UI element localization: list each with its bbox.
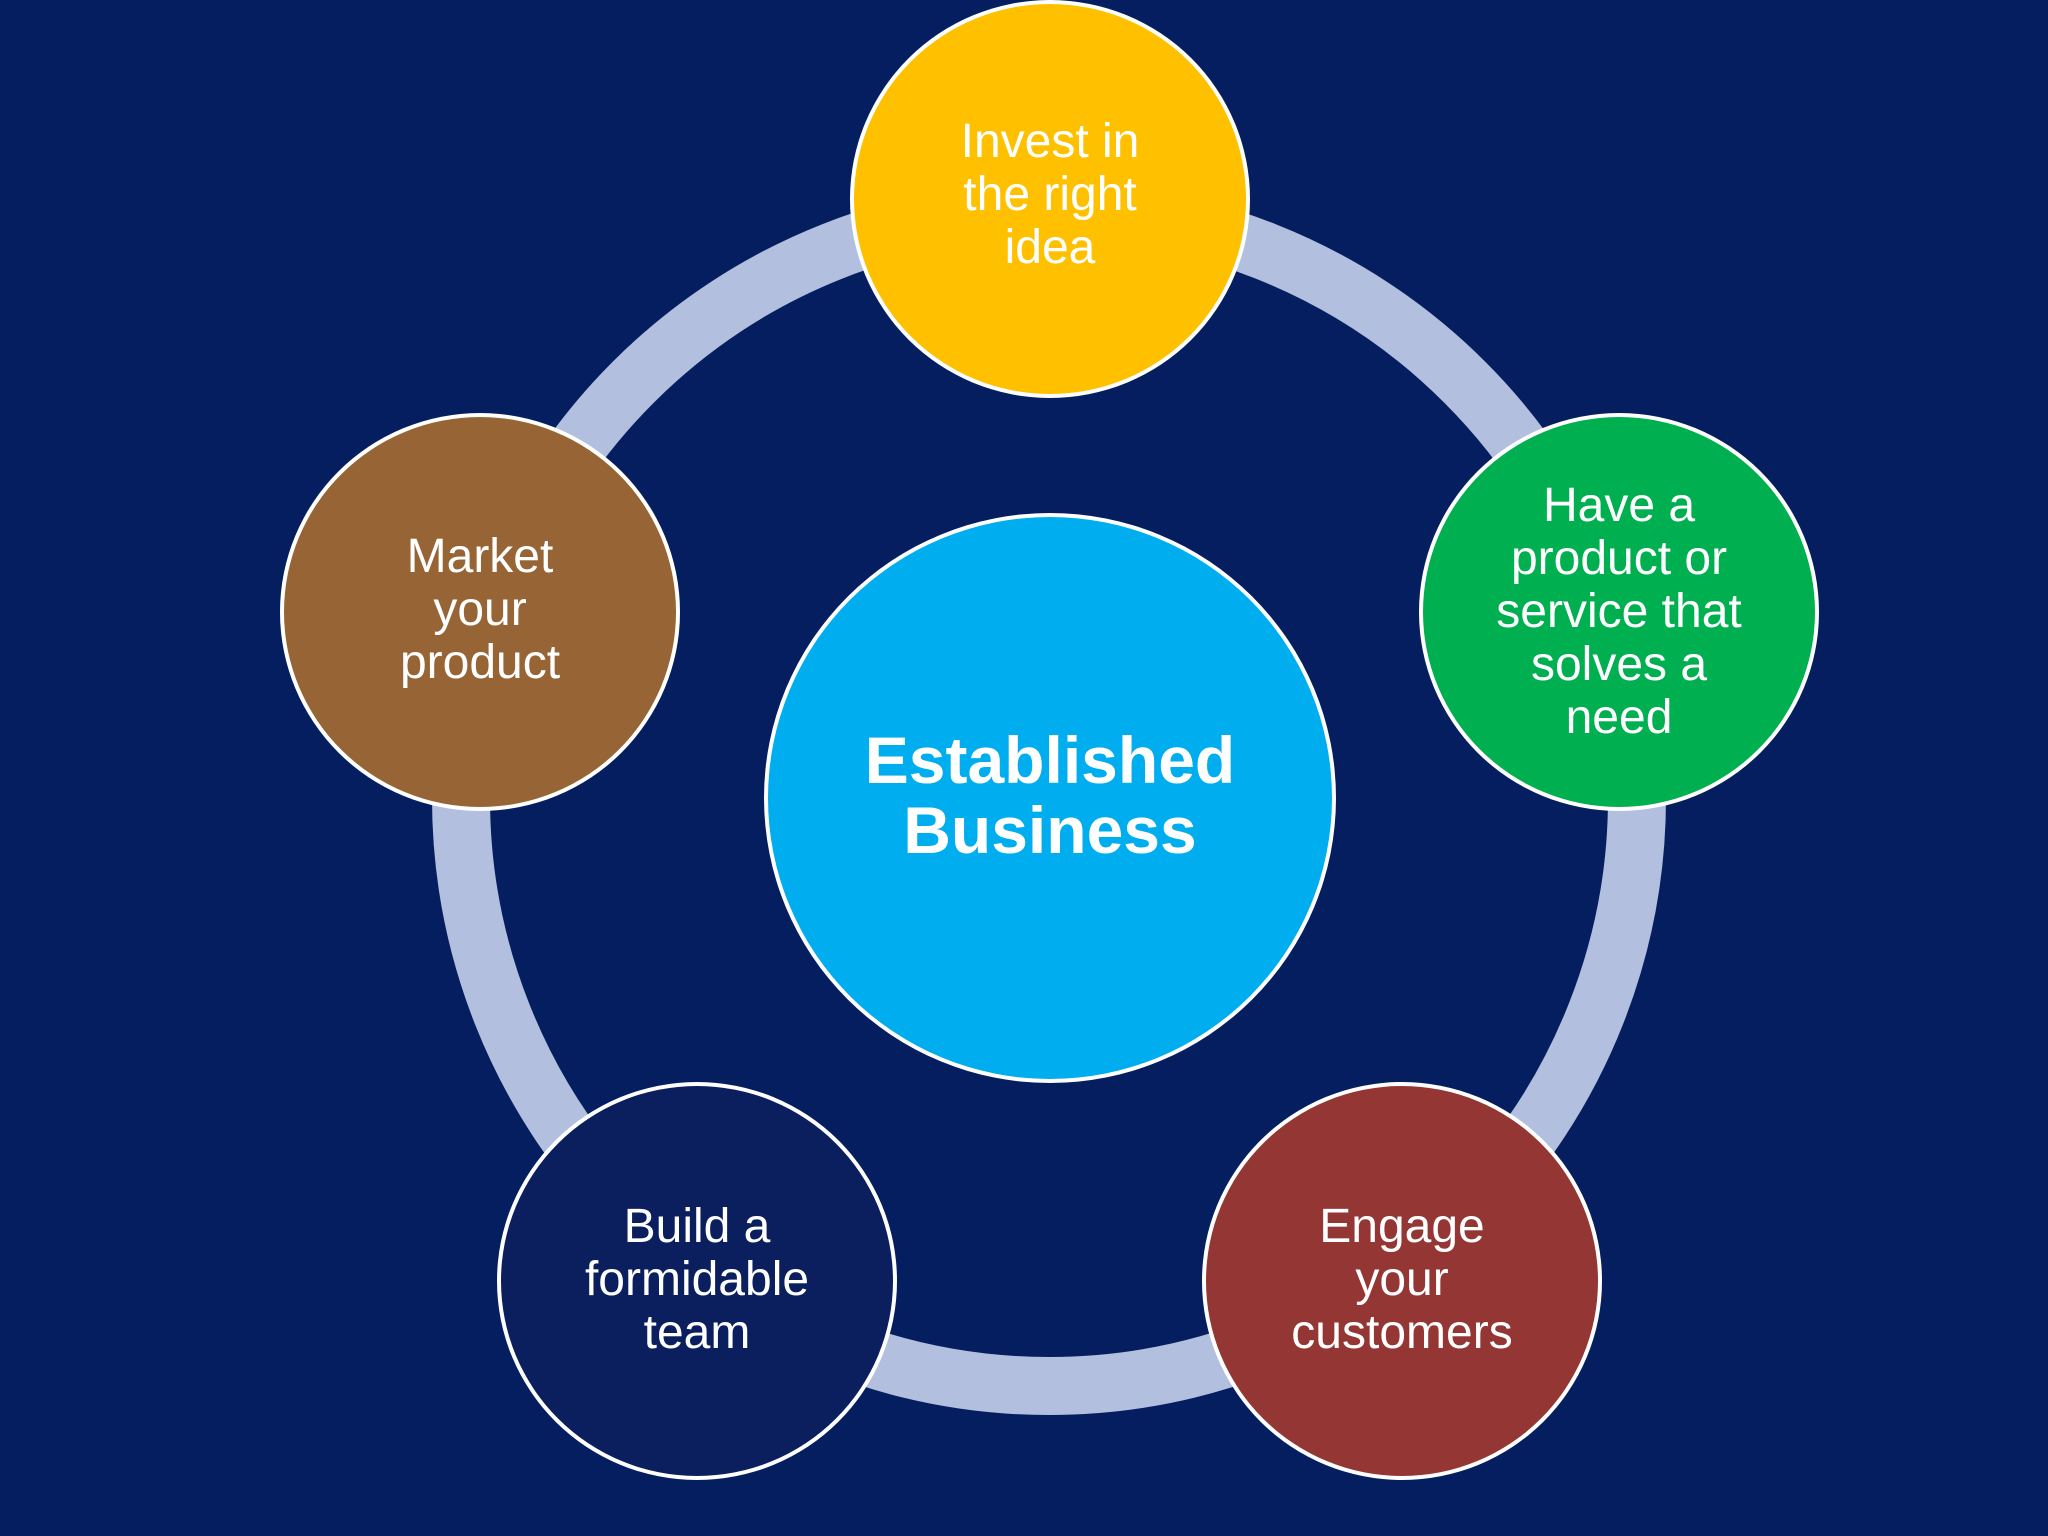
node-engage-customers: Engage your customers bbox=[1202, 1082, 1602, 1480]
node-invest: Invest in the right idea bbox=[850, 0, 1250, 398]
node-engage-customers-label: Engage your customers bbox=[1291, 1199, 1513, 1359]
node-build-team: Build a formidable team bbox=[497, 1082, 897, 1480]
node-product-service-label: Have a product or service that solves a … bbox=[1496, 478, 1742, 744]
node-market-product: Market your product bbox=[280, 413, 680, 811]
center-node: Established Business bbox=[764, 513, 1336, 1083]
center-label: Established Business bbox=[864, 723, 1236, 867]
node-build-team-label: Build a formidable team bbox=[584, 1199, 810, 1359]
node-invest-label: Invest in the right idea bbox=[960, 114, 1140, 274]
node-market-product-label: Market your product bbox=[399, 529, 561, 689]
node-product-service: Have a product or service that solves a … bbox=[1419, 413, 1819, 811]
